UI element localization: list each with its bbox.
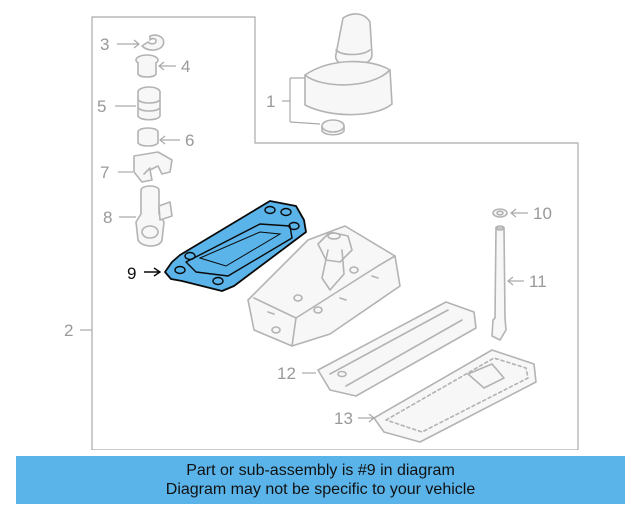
leader-line-10 <box>510 208 528 218</box>
leader-line-11 <box>507 276 524 286</box>
parts-diagram: 1 2 3 4 5 6 7 8 <box>64 13 579 450</box>
leader-line-4 <box>158 61 176 71</box>
callout-3: 3 <box>100 35 109 54</box>
callout-13: 13 <box>334 409 353 428</box>
clamp-bracket-part[interactable] <box>133 151 173 183</box>
callout-1: 1 <box>266 92 275 111</box>
gasket-part-highlighted[interactable] <box>164 200 307 292</box>
callout-5: 5 <box>97 97 106 116</box>
lower-gasket-part[interactable] <box>373 349 537 443</box>
callout-11: 11 <box>529 272 547 291</box>
callout-2: 2 <box>64 321 73 340</box>
shift-housing-part <box>247 225 401 347</box>
washer-part[interactable] <box>492 208 508 218</box>
callout-8: 8 <box>103 208 112 227</box>
callout-10: 10 <box>533 204 552 223</box>
leader-line-6 <box>159 135 180 145</box>
callout-6: 6 <box>185 131 194 150</box>
banner-line-part-number: Part or sub-assembly is #9 in diagram <box>186 462 455 479</box>
callout-7: 7 <box>100 163 109 182</box>
shift-rod-joint-part[interactable] <box>135 185 173 247</box>
shift-knob-part[interactable] <box>304 13 393 116</box>
shift-boot-clip-part[interactable] <box>321 119 345 136</box>
assembly-boundary <box>91 16 579 450</box>
lever-rod-part[interactable] <box>491 225 507 341</box>
leader-line-13 <box>358 413 375 423</box>
bushing-part[interactable] <box>135 54 159 78</box>
banner-line-disclaimer: Diagram may not be specific to your vehi… <box>165 481 476 498</box>
callout-9: 9 <box>127 264 136 283</box>
cover-plate-part[interactable] <box>317 301 477 397</box>
c-clip-part[interactable] <box>141 34 165 51</box>
leader-line-3 <box>117 39 140 49</box>
lower-bushing-part[interactable] <box>137 127 159 147</box>
info-banner: Part or sub-assembly is #9 in diagram Di… <box>16 456 625 504</box>
leader-line-9 <box>144 267 162 277</box>
leader-line-1 <box>282 77 321 125</box>
callout-4: 4 <box>181 57 190 76</box>
damper-sleeve-part[interactable] <box>137 86 161 121</box>
callout-12: 12 <box>277 364 296 383</box>
